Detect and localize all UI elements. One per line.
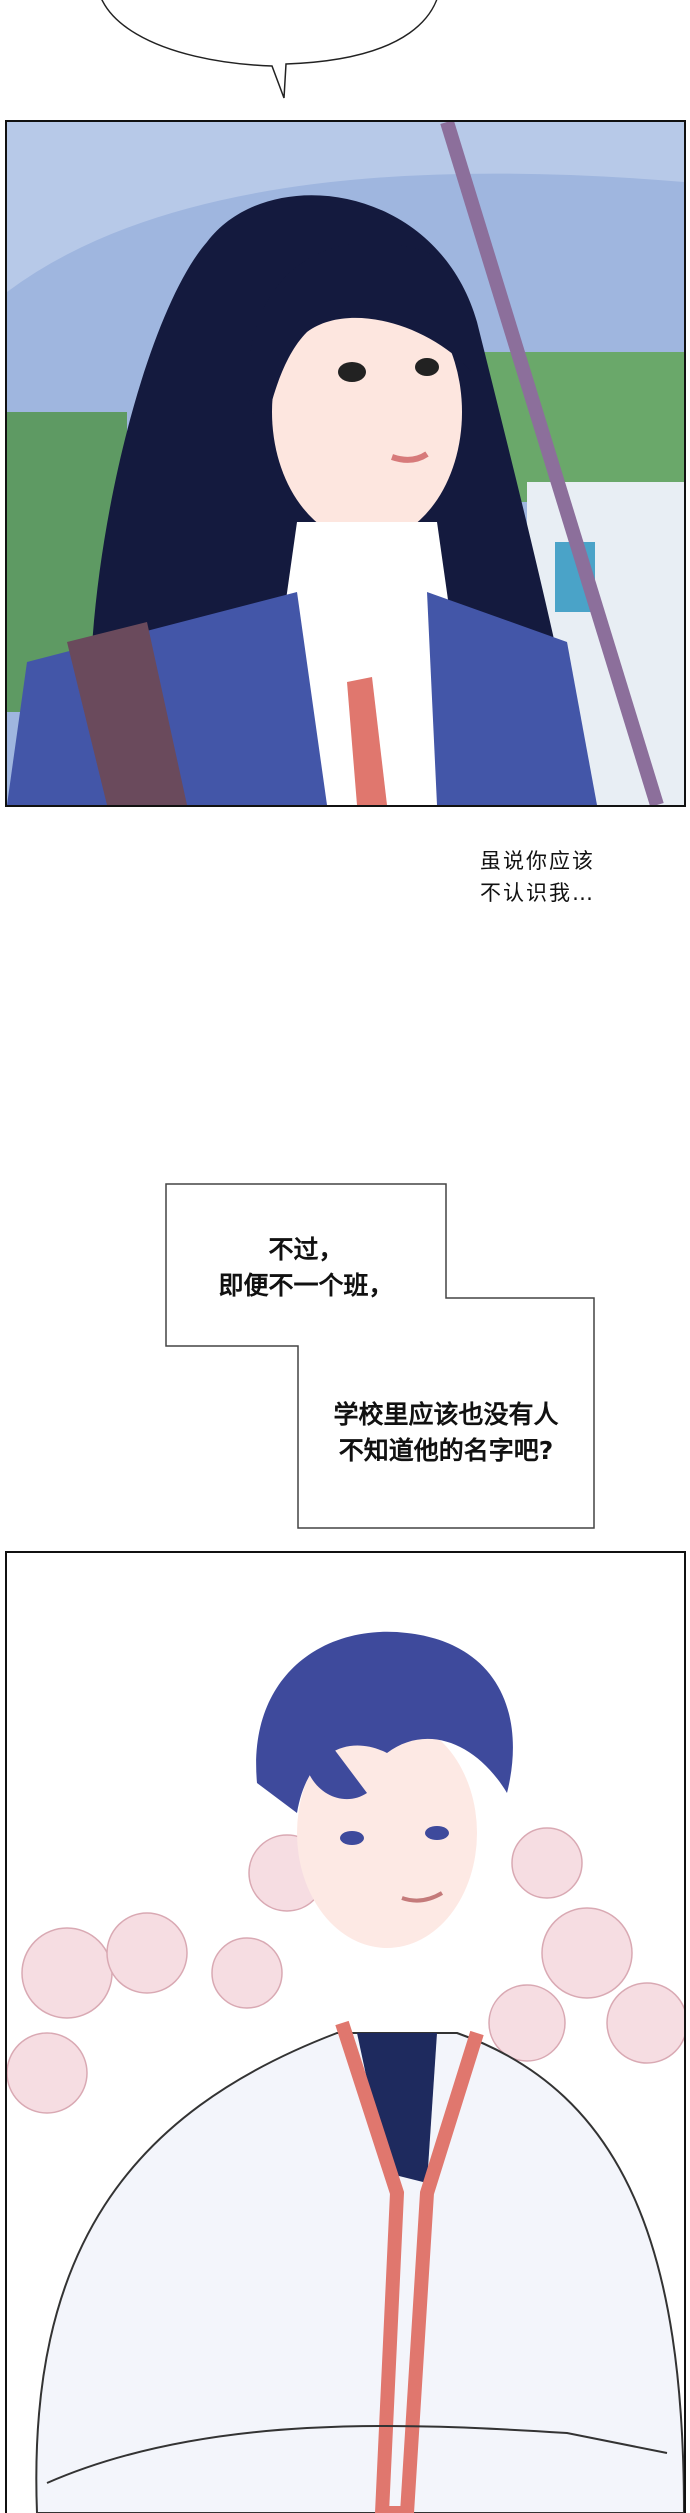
narration-line: 不过， (268, 1235, 344, 1264)
inner-thought-line: 虽说你应该 (480, 849, 595, 873)
speech-bubble-top (101, 0, 438, 99)
narration-box-bottom-text: 学校里应该也没有人 不知道他的名字吧? (298, 1397, 594, 1469)
narration-box-top-text: 不过， 即便不一个班， (166, 1232, 446, 1304)
panel-boy-blossoms (5, 1551, 686, 2513)
narration-line: 学校里应该也没有人 (333, 1400, 559, 1429)
inner-thought-line: 不认识我… (480, 881, 595, 905)
narration-line: 不知道他的名字吧? (338, 1436, 554, 1465)
narration-box-outline (165, 1183, 595, 1529)
boy-blossoms-illustration (7, 1553, 684, 2513)
girl-umbrella-illustration (7, 122, 684, 805)
inner-thought-text: 虽说你应该 不认识我… (480, 845, 595, 909)
panel-girl-umbrella (5, 120, 686, 807)
narration-line: 即便不一个班， (218, 1271, 394, 1300)
